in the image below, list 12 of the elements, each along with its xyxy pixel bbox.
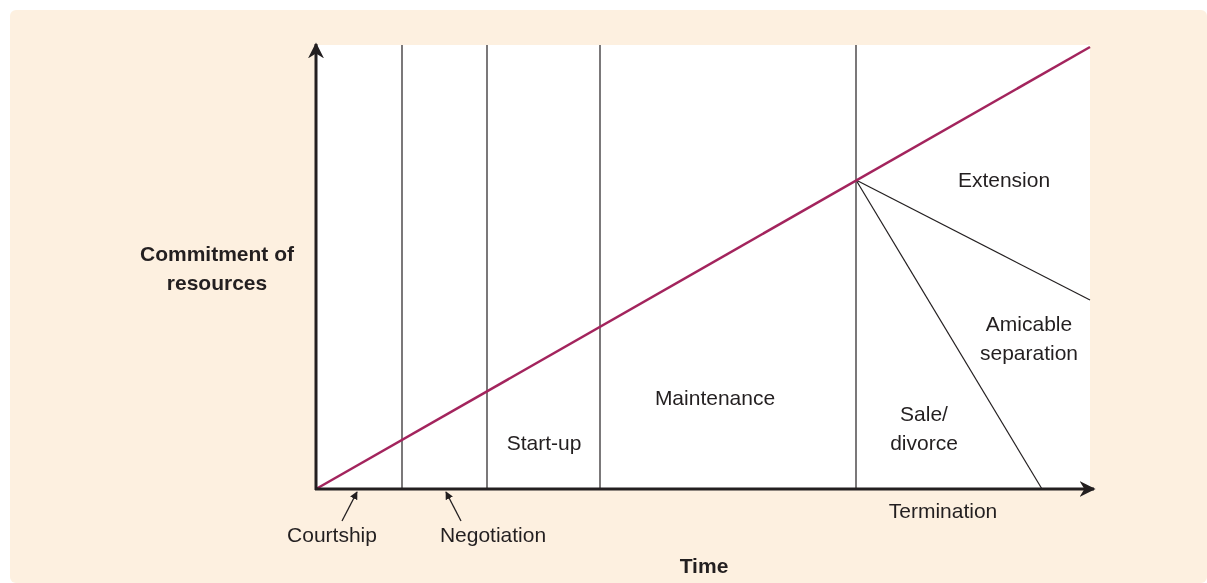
leader-line (445, 491, 462, 522)
phase-label: Start-up (505, 429, 583, 456)
phase-label: Sale/ divorce (889, 401, 959, 456)
axis-title: Commitment of resources (139, 241, 295, 296)
leader-line (341, 491, 358, 522)
phase-label: Maintenance (653, 384, 777, 411)
phase-label: Courtship (287, 519, 377, 549)
phase-label: Extension (956, 166, 1052, 193)
axis-title: Time (678, 552, 730, 579)
phase-label: Negotiation (439, 519, 547, 549)
phase-label: Termination (887, 497, 999, 524)
phase-label: Amicable separation (978, 311, 1080, 366)
